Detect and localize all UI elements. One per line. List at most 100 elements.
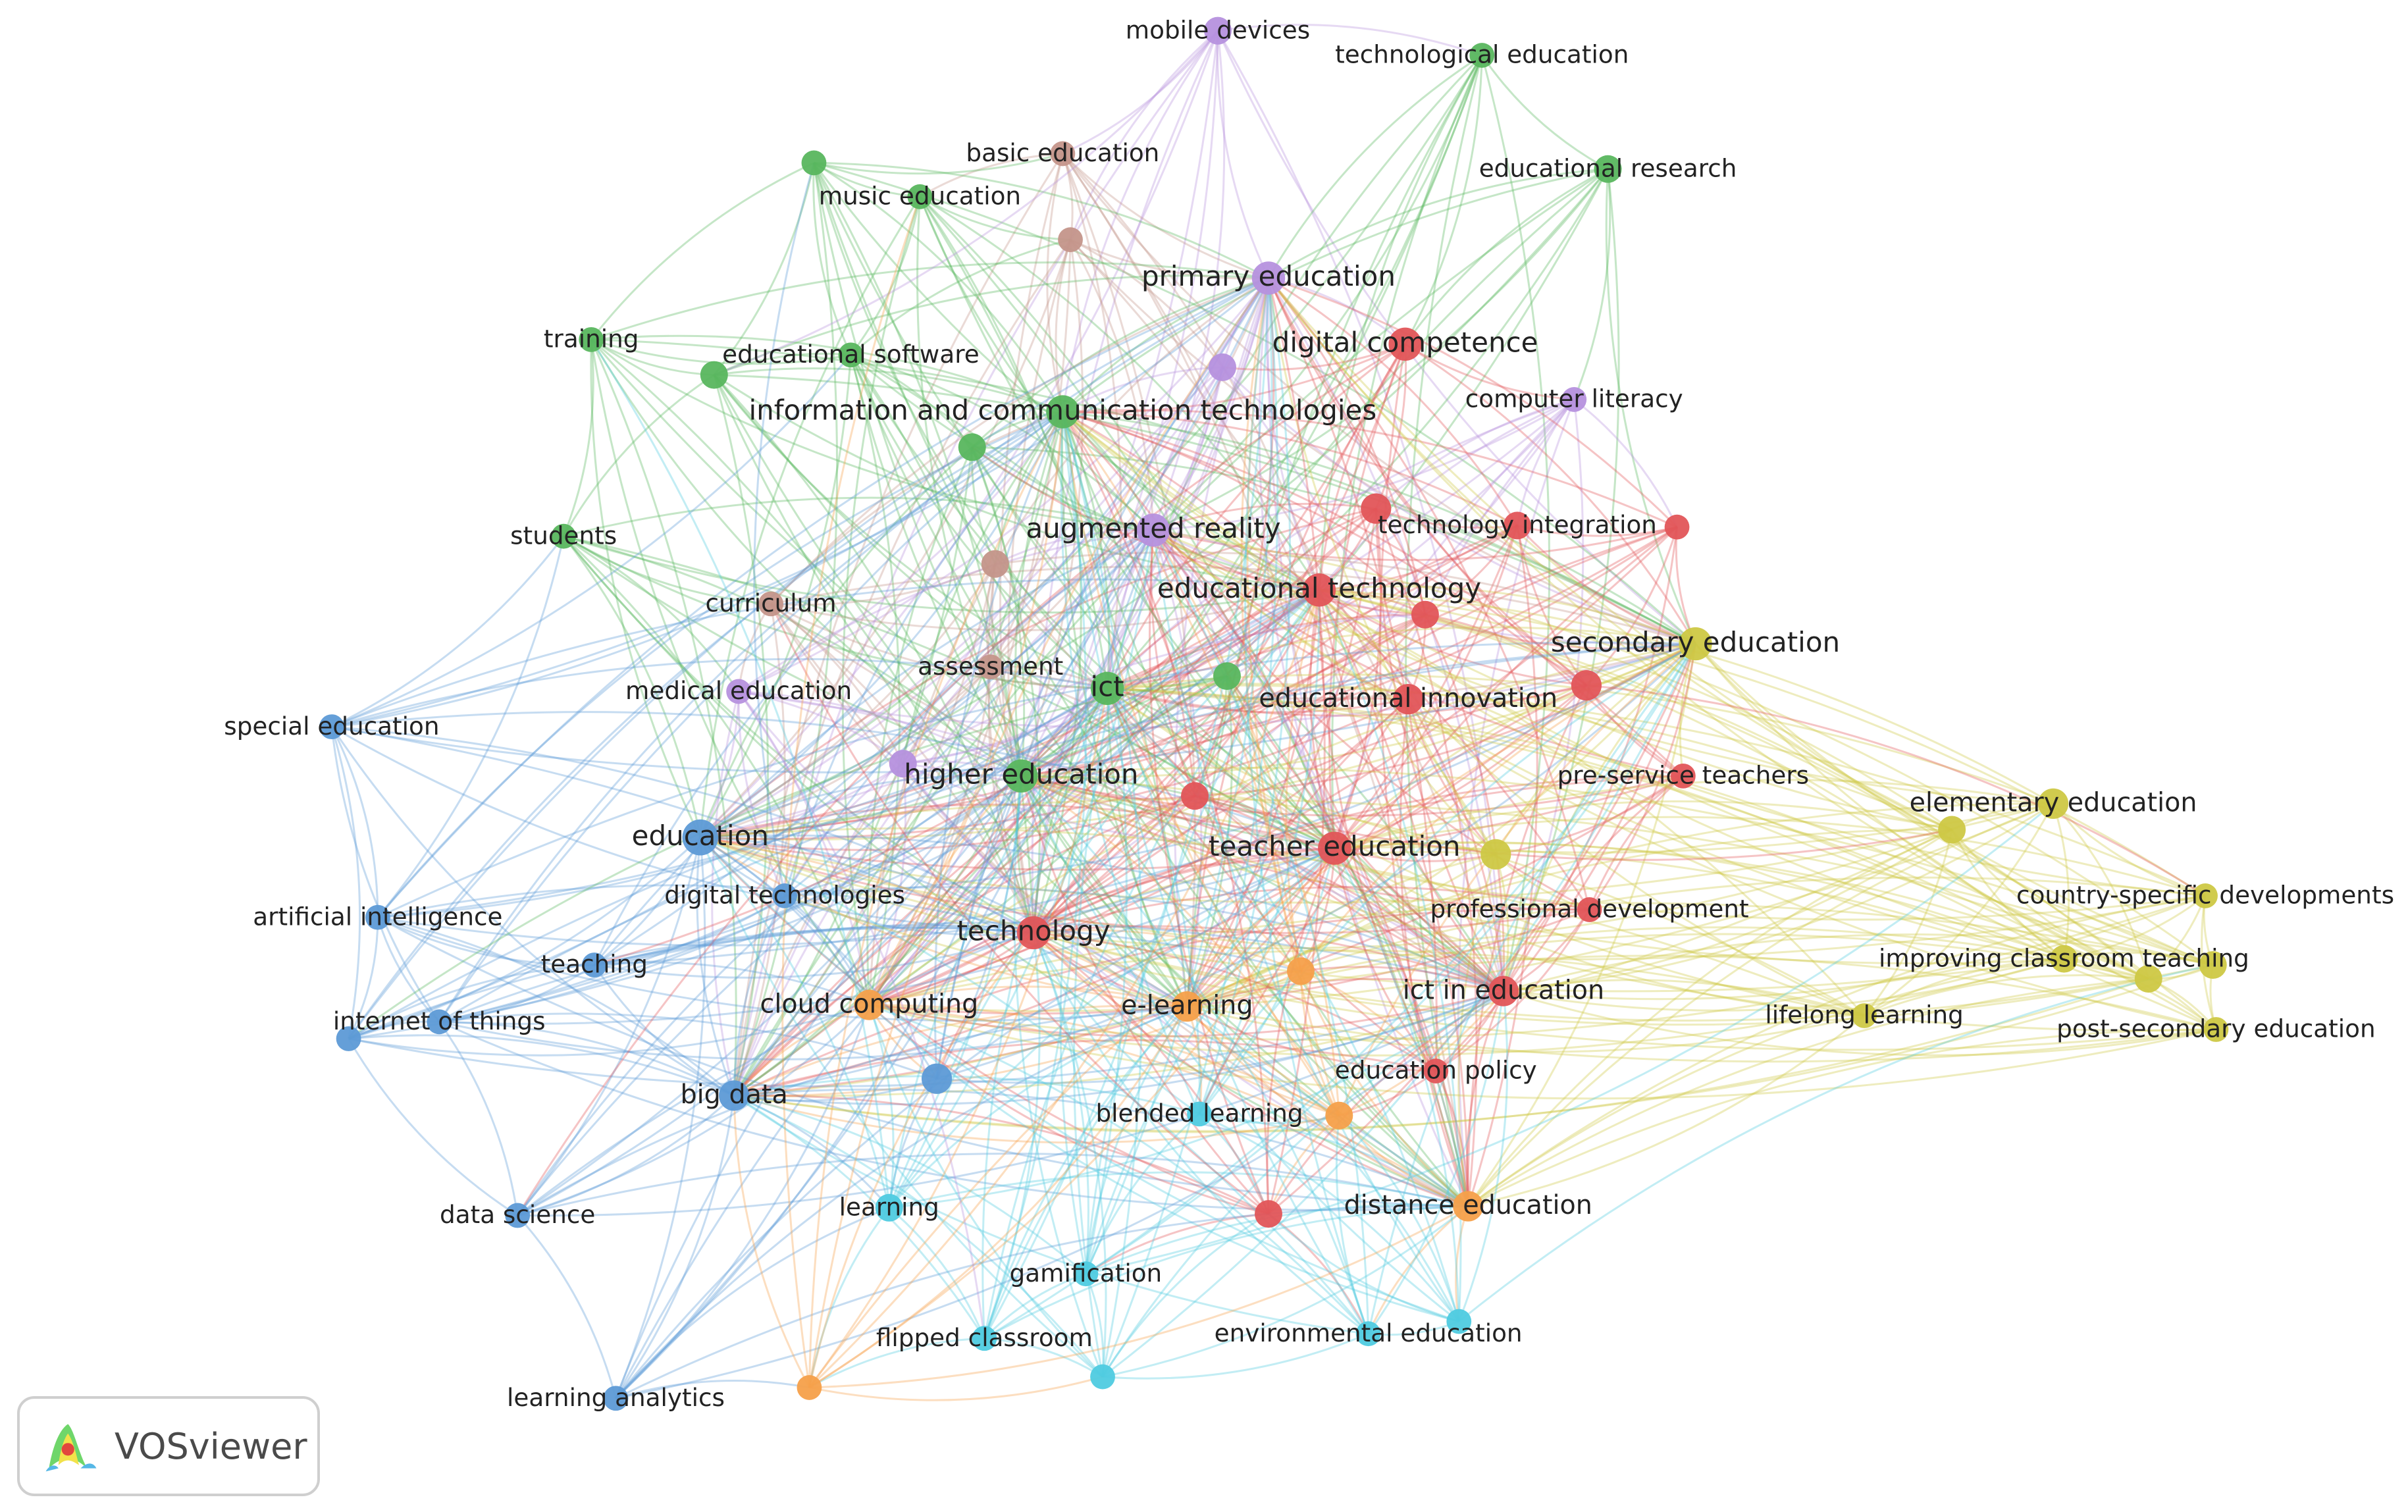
node-r-1092[interactable] (1664, 514, 1690, 540)
node-label[interactable]: technology (956, 915, 1110, 947)
node-curriculum[interactable] (758, 591, 784, 617)
node-label[interactable]: educational research (1479, 153, 1737, 182)
node-label[interactable]: artificial intelligence (253, 902, 502, 931)
node-p-588[interactable] (889, 750, 917, 778)
node-c-718[interactable] (1090, 1364, 1115, 1390)
node-label[interactable]: teaching (541, 950, 648, 979)
node-learning[interactable] (875, 1193, 903, 1222)
node-p-796[interactable] (1208, 353, 1236, 381)
node-r-826[interactable] (1254, 1200, 1282, 1228)
node-label[interactable]: big data (681, 1080, 788, 1110)
node-ict-tech[interactable] (1046, 395, 1080, 429)
node-g-633[interactable] (958, 433, 986, 461)
node-gamification[interactable] (1073, 1261, 1099, 1287)
node-educational-research[interactable] (1594, 155, 1622, 183)
node-y-1441[interactable] (2199, 951, 2227, 979)
node-label[interactable]: music education (819, 181, 1021, 210)
node-e-learning[interactable] (1172, 991, 1203, 1022)
node-mobile-devices[interactable] (1204, 16, 1232, 45)
node-label[interactable]: training (544, 325, 639, 353)
node-basic-education[interactable] (1050, 141, 1076, 167)
node-flipped-classroom[interactable] (972, 1326, 997, 1351)
node-music-education[interactable] (907, 184, 933, 209)
node-label[interactable]: secondary education (1551, 626, 1840, 658)
node-label[interactable]: education (632, 820, 769, 852)
node-country-specific[interactable] (2193, 883, 2218, 908)
node-label[interactable]: primary education (1141, 260, 1396, 292)
node-education-policy[interactable] (1423, 1058, 1449, 1083)
node-label[interactable]: blended learning (1095, 1099, 1303, 1128)
node-label[interactable]: flipped classroom (876, 1323, 1093, 1352)
node-label[interactable]: digital technologies (664, 881, 905, 910)
node-digital-technologies[interactable] (772, 883, 798, 908)
node-label[interactable]: special education (224, 712, 439, 741)
node-technological-education[interactable] (1469, 43, 1495, 68)
node-educational-software[interactable] (838, 342, 864, 368)
node-medical-education[interactable] (726, 679, 752, 704)
node-label[interactable]: lifelong learning (1765, 1001, 1963, 1030)
node-label[interactable]: improving classroom teaching (1879, 943, 2249, 972)
node-label[interactable]: gamification (1010, 1259, 1163, 1288)
node-data-science[interactable] (505, 1203, 531, 1228)
node-label[interactable]: e-learning (1121, 991, 1253, 1021)
node-label[interactable]: internet of things (333, 1006, 546, 1035)
node-label[interactable]: basic education (966, 138, 1159, 167)
node-pre-service-teachers[interactable] (1670, 763, 1696, 789)
node-label[interactable]: country-specific developments (2016, 881, 2394, 910)
node-b-227[interactable] (336, 1026, 361, 1051)
node-distance-education[interactable] (1453, 1191, 1484, 1222)
node-label[interactable]: education policy (1335, 1056, 1537, 1085)
node-label[interactable]: learning (839, 1192, 939, 1221)
node-ict-in-education[interactable] (1488, 976, 1519, 1006)
node-students[interactable] (551, 523, 577, 549)
node-br-648[interactable] (981, 550, 1009, 578)
node-label[interactable]: assessment (918, 652, 1063, 681)
node-secondary-education[interactable] (1679, 627, 1712, 661)
node-artificial-intelligence[interactable] (365, 904, 390, 930)
node-label[interactable]: pre-service teachers (1557, 761, 1810, 790)
node-label[interactable]: learning analytics (507, 1383, 725, 1412)
node-teaching[interactable] (581, 952, 607, 978)
node-o-527[interactable] (797, 1375, 822, 1400)
node-ict[interactable] (1090, 671, 1124, 705)
node-label[interactable]: ict in education (1403, 975, 1604, 1005)
node-y-1271[interactable] (1938, 816, 1966, 844)
vosviewer-badge[interactable]: VOSviewer (17, 1396, 320, 1496)
node-label[interactable]: technological education (1335, 40, 1629, 69)
node-r-778[interactable] (1181, 782, 1209, 810)
node-y-974[interactable] (1480, 839, 1511, 870)
node-blended-learning[interactable] (1187, 1101, 1212, 1127)
node-teacher-education[interactable] (1318, 831, 1351, 865)
node-label[interactable]: distance education (1344, 1190, 1592, 1220)
node-label[interactable]: mobile devices (1126, 15, 1310, 44)
node-g-465[interactable] (700, 361, 728, 389)
node-internet-of-things[interactable] (427, 1009, 452, 1035)
node-label[interactable]: computer literacy (1465, 384, 1683, 413)
node-label[interactable]: environmental education (1215, 1318, 1523, 1347)
node-b-610[interactable] (921, 1063, 953, 1094)
node-label[interactable]: students (510, 521, 617, 550)
node-label[interactable]: professional development (1430, 895, 1748, 924)
node-g-530[interactable] (801, 150, 827, 176)
node-c-950[interactable] (1446, 1309, 1472, 1334)
node-r-1033[interactable] (1571, 670, 1602, 701)
node-lifelong-learning[interactable] (1852, 1003, 1877, 1028)
node-g-799[interactable] (1213, 662, 1241, 691)
node-special-education[interactable] (319, 714, 344, 740)
node-technology[interactable] (1016, 916, 1051, 950)
node-environmental-education[interactable] (1355, 1321, 1381, 1347)
node-label[interactable]: post-secondary education (2056, 1014, 2375, 1043)
node-label[interactable]: curriculum (706, 588, 837, 617)
node-educational-technology[interactable] (1302, 573, 1336, 607)
node-label[interactable]: technology integration (1378, 510, 1657, 539)
node-label[interactable]: educational software (722, 340, 980, 369)
node-r-928[interactable] (1411, 600, 1439, 629)
node-label[interactable]: digital competence (1272, 326, 1538, 359)
node-education[interactable] (682, 819, 719, 856)
node-computer-literacy[interactable] (1561, 387, 1587, 412)
node-r-896[interactable] (1361, 493, 1392, 524)
node-primary-education[interactable] (1251, 261, 1286, 295)
node-o-847[interactable] (1286, 957, 1315, 985)
node-label[interactable]: elementary education (1910, 788, 2197, 818)
node-o-872[interactable] (1325, 1101, 1353, 1130)
